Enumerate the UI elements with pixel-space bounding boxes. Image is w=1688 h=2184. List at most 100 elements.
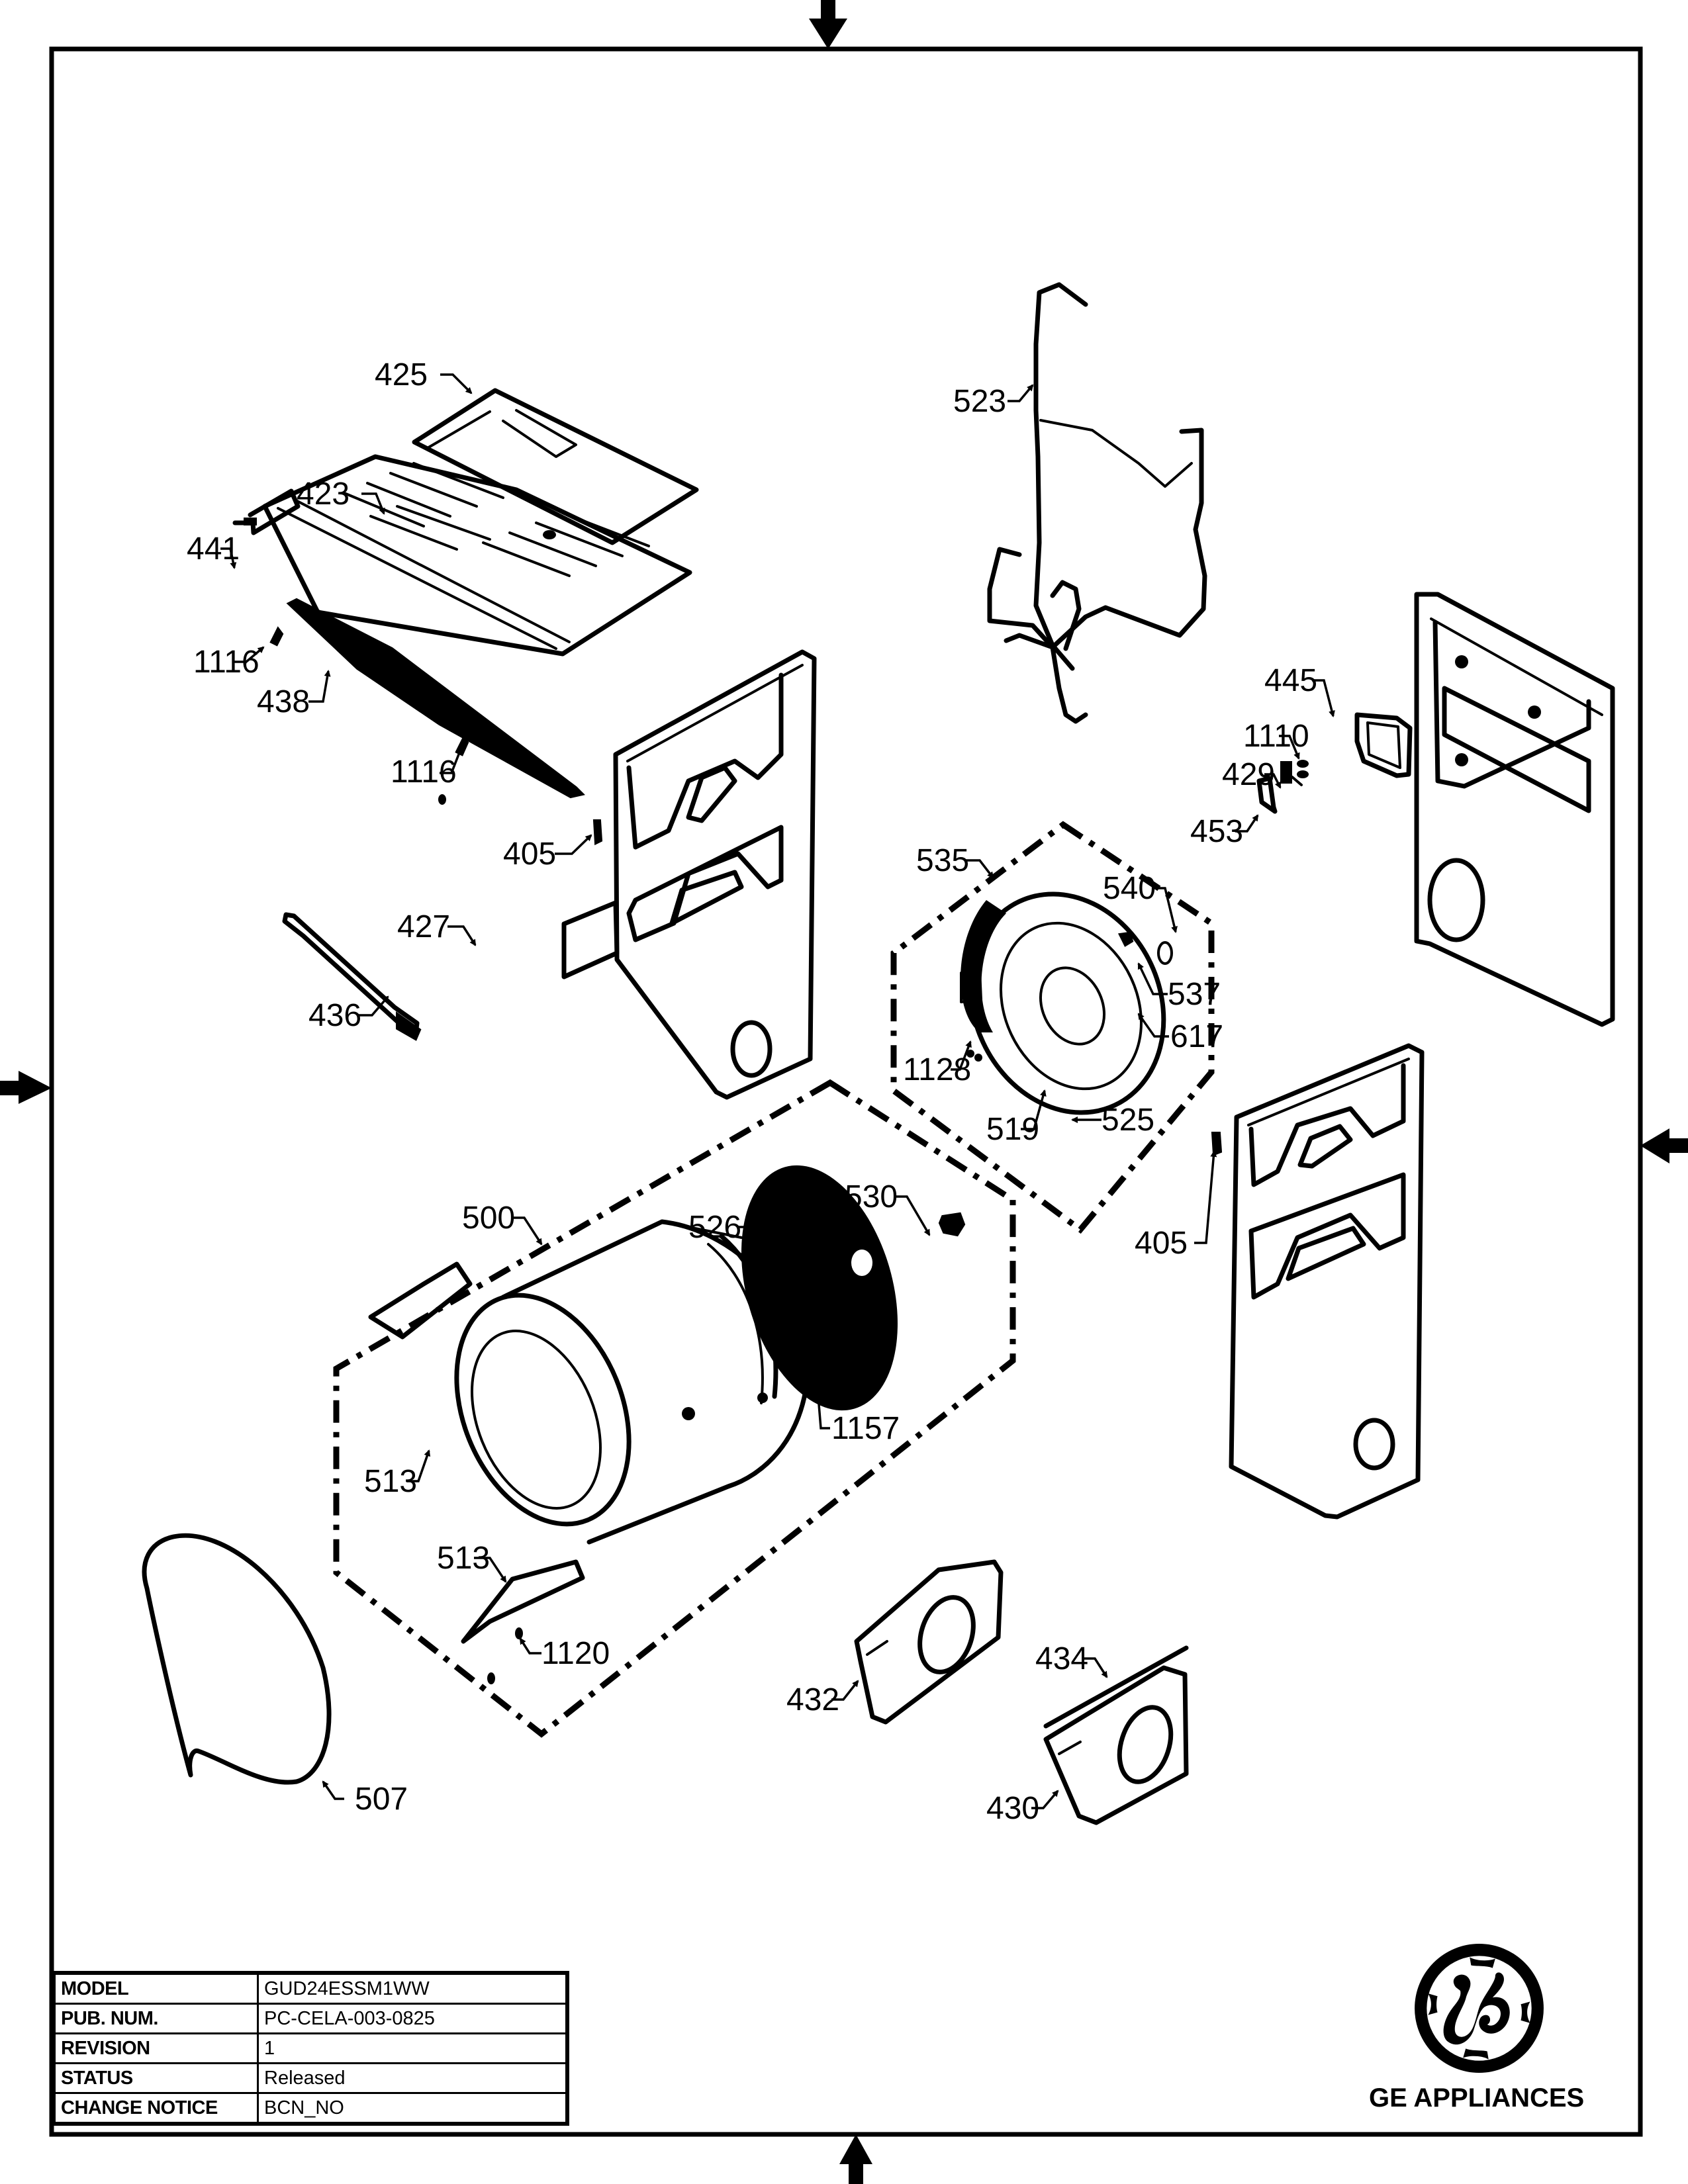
leader-526	[737, 1226, 769, 1251]
part-rear-bulkhead-535[interactable]	[935, 862, 1198, 1144]
arrow-right-icon	[0, 1071, 52, 1104]
part-screw-1110[interactable]	[1297, 760, 1309, 778]
leader-519	[1021, 1089, 1047, 1130]
leader-513-b	[474, 1557, 507, 1583]
part-seal-434[interactable]	[1043, 1645, 1189, 1729]
drawing-frame	[49, 46, 1643, 2137]
callout-405-b: 405	[1135, 1226, 1188, 1261]
part-baffle-513[interactable]	[368, 1261, 473, 1340]
title-block-row: PUB. NUM. PC-CELA-003-0825	[52, 2003, 569, 2034]
title-key-model: MODEL	[52, 1972, 259, 2005]
leader-405-b	[1194, 1150, 1217, 1244]
part-screw-1120[interactable]	[487, 1627, 523, 1684]
leader-438	[308, 670, 331, 703]
part-bracket-441[interactable]	[232, 488, 301, 535]
leader-500	[511, 1216, 543, 1246]
title-value-revision: 1	[257, 2032, 569, 2064]
leader-445	[1312, 679, 1335, 717]
title-key-change-notice: CHANGE NOTICE	[52, 2092, 259, 2125]
callout-425: 425	[375, 357, 428, 392]
part-fuse-453[interactable]	[1256, 776, 1278, 814]
leader-1157	[806, 1283, 830, 1430]
part-clip-405[interactable]	[1211, 1132, 1223, 1156]
part-duct-445[interactable]	[1354, 712, 1413, 778]
title-block-row: STATUS Released	[52, 2062, 569, 2094]
callout-427: 427	[397, 909, 450, 944]
leader-1120	[519, 1637, 541, 1655]
leader-523	[1008, 384, 1034, 402]
part-plate-427[interactable]	[561, 900, 620, 979]
title-key-status: STATUS	[52, 2062, 259, 2094]
callout-405-a: 405	[503, 837, 556, 872]
part-drum-back-526[interactable]	[715, 1147, 924, 1429]
title-block-row: MODEL GUD24ESSM1WW	[52, 1972, 569, 2005]
callout-432: 432	[786, 1682, 839, 1717]
title-value-pub-num: PC-CELA-003-0825	[257, 2003, 569, 2034]
part-clip-405[interactable]	[592, 819, 603, 846]
part-rail-436[interactable]	[282, 912, 422, 1041]
part-bracket-432[interactable]	[854, 1559, 1004, 1725]
part-drive-belt-507[interactable]	[142, 1533, 332, 1785]
part-drum-shaft-530[interactable]	[938, 1212, 966, 1237]
callout-530: 530	[845, 1179, 898, 1214]
callout-537: 537	[1168, 977, 1221, 1012]
callout-423: 423	[297, 477, 350, 512]
leader-434	[1084, 1657, 1108, 1678]
assembly-outline-535	[890, 821, 1215, 1234]
leader-453	[1235, 814, 1259, 833]
title-block-row: REVISION 1	[52, 2032, 569, 2064]
leader-530	[896, 1195, 931, 1236]
callout-445: 445	[1264, 663, 1317, 698]
arrow-down-icon	[809, 0, 847, 49]
title-block-row: CHANGE NOTICE BCN_NO	[52, 2092, 569, 2125]
leader-441	[220, 547, 237, 569]
part-rear-panel[interactable]	[1414, 592, 1615, 1027]
leader-436	[357, 995, 389, 1017]
logo-caption: GE APPLIANCES	[1369, 2083, 1585, 2113]
assembly-outline-500	[333, 1079, 1016, 1738]
callout-436: 436	[308, 998, 361, 1033]
leader-1110	[1279, 735, 1300, 760]
part-baffle-513[interactable]	[461, 1559, 585, 1644]
callout-1120: 1120	[541, 1636, 610, 1671]
title-value-status: Released	[257, 2062, 569, 2094]
callout-526: 526	[688, 1210, 741, 1245]
part-thermostat-429[interactable]	[1280, 761, 1303, 786]
callout-540: 540	[1103, 871, 1156, 906]
leader-535	[965, 859, 994, 879]
part-left-side-panel[interactable]	[613, 649, 817, 1100]
callout-434: 434	[1035, 1641, 1088, 1676]
arrow-left-icon	[1640, 1128, 1688, 1163]
title-block: MODEL GUD24ESSM1WW PUB. NUM. PC-CELA-003…	[52, 1971, 569, 2126]
callout-1128: 1128	[903, 1052, 971, 1087]
callout-1157: 1157	[831, 1411, 900, 1446]
part-right-side-panel[interactable]	[1229, 1043, 1425, 1520]
callout-617: 617	[1170, 1019, 1223, 1054]
part-front-rail-438[interactable]	[286, 598, 585, 799]
callout-523: 523	[953, 384, 1006, 419]
part-wire-harness-523[interactable]	[987, 282, 1207, 724]
leader-405-a	[555, 834, 592, 855]
leader-540	[1152, 887, 1178, 933]
ge-monogram-icon	[1415, 1944, 1544, 2073]
leader-507	[322, 1780, 344, 1800]
leader-1128	[951, 1040, 972, 1071]
part-top-cover-425[interactable]	[412, 388, 699, 545]
leader-429	[1264, 773, 1282, 789]
callout-430: 430	[986, 1791, 1039, 1826]
callout-500: 500	[462, 1201, 515, 1236]
part-screw-1128[interactable]	[966, 1050, 982, 1062]
callout-441: 441	[187, 531, 240, 567]
leader-423	[361, 492, 385, 515]
leader-430	[1031, 1790, 1059, 1809]
leader-537	[1137, 962, 1168, 995]
callout-507: 507	[355, 1782, 408, 1817]
leader-617	[1137, 1013, 1169, 1038]
part-bracket-430[interactable]	[1043, 1665, 1189, 1825]
callout-1110: 1110	[1243, 719, 1309, 754]
part-screw-1116[interactable]	[269, 626, 284, 647]
title-value-change-notice: BCN_NO	[257, 2092, 569, 2125]
part-bearing-540[interactable]	[1117, 931, 1134, 947]
part-screw-1157[interactable]	[788, 1259, 806, 1281]
leader-513-a	[406, 1449, 431, 1482]
